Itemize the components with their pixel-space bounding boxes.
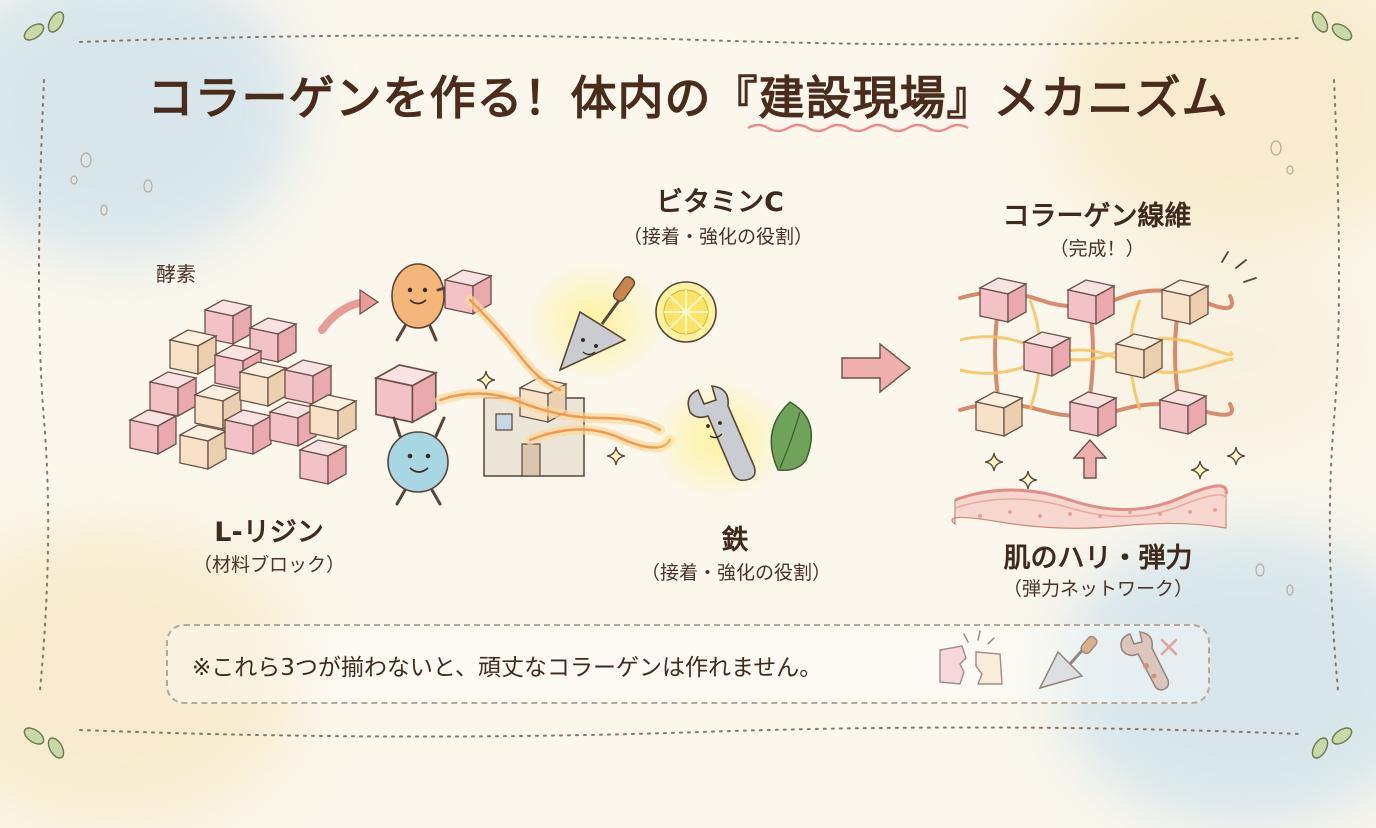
lysine-sublabel: （材料ブロック） xyxy=(192,554,345,576)
iron-label: 鉄 xyxy=(721,525,749,556)
spinach-icon xyxy=(770,401,813,472)
collagen-fiber-sublabel: （完成！） xyxy=(1049,238,1145,260)
lysine-character xyxy=(375,364,449,506)
illustration-canvas xyxy=(23,11,1353,759)
collagen-fiber-label: コラーゲン線維 xyxy=(1002,201,1192,232)
dotted-border xyxy=(38,34,1340,738)
wrench-character xyxy=(650,380,790,500)
lysine-label: L-リジン xyxy=(214,517,324,548)
enzyme-character xyxy=(391,263,492,342)
skin-sublabel: （弾力ネットワーク） xyxy=(1002,578,1193,600)
collagen-network xyxy=(958,251,1257,437)
leaf-icon xyxy=(23,11,1353,759)
lemon-icon xyxy=(655,281,717,343)
broken-block-icon xyxy=(939,630,1003,685)
page-title: コラーゲンを作る！体内の『建設現場』メカニズム xyxy=(147,71,1229,125)
broken-wrench-icon xyxy=(1120,631,1178,691)
title-underline xyxy=(747,123,969,133)
skin-illustration xyxy=(951,484,1228,529)
iron-sublabel: （接着・強化の役割） xyxy=(640,562,831,584)
enzyme-label: 酵素 xyxy=(156,262,196,286)
skin-label: 肌のハリ・弾力 xyxy=(1003,543,1193,574)
trowel-character xyxy=(525,262,665,382)
warning-note-text: ※これら3つが揃わないと、頑丈なコラーゲンは作れません。 xyxy=(192,655,823,681)
trowel-icon xyxy=(1038,635,1098,690)
vitamin-c-label: ビタミンC xyxy=(656,187,784,218)
up-arrow xyxy=(1072,438,1108,479)
vitamin-c-sublabel: （接着・強化の役割） xyxy=(622,226,813,248)
curved-arrow xyxy=(318,298,369,334)
process-arrow xyxy=(841,342,912,394)
warning-note-box xyxy=(166,624,1210,704)
